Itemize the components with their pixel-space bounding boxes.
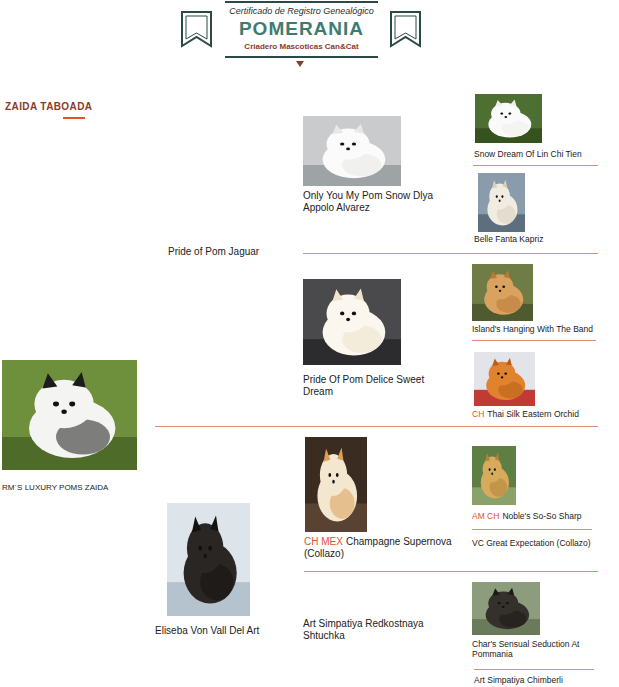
dog-illustration xyxy=(472,446,516,505)
title-prefix: CH xyxy=(472,409,484,419)
pedigree-entry: Island's Hanging With The Band xyxy=(472,264,596,335)
dog-name: Art Simpatiya Chimberli xyxy=(474,675,598,685)
dog-name: Pride Of Pom Delice Sweet Dream xyxy=(303,374,453,398)
pedigree-entry: RM´S LUXURY POMS ZAIDA xyxy=(2,360,137,493)
dog-name-text: RM´S LUXURY POMS ZAIDA xyxy=(2,483,108,492)
pedigree-entry: AM CHNoble's So-So Sharp xyxy=(472,446,596,522)
logo-ornament xyxy=(296,61,304,67)
dog-photo xyxy=(303,279,401,365)
dog-name: CH MEXChampagne Supernova (Collazo) xyxy=(304,536,456,560)
dog-illustration xyxy=(475,94,542,143)
dog-name-text: Eliseba Von Vall Del Art xyxy=(155,625,259,636)
dog-illustration xyxy=(472,264,533,321)
dog-name: CHThai Silk Eastern Orchid xyxy=(472,409,598,419)
dog-name: Eliseba Von Vall Del Art xyxy=(155,625,295,637)
dog-photo xyxy=(478,173,525,232)
dog-photo xyxy=(475,94,542,143)
dog-photo xyxy=(2,360,137,470)
dog-name: Art Simpatiya Redkostnaya Shtuchka xyxy=(303,618,443,642)
certificate-owner: ZAIDA TABOADA xyxy=(5,101,92,112)
bookmark-icon xyxy=(395,16,416,39)
dog-name-text: Art Simpatiya Chimberli xyxy=(474,675,563,685)
pedigree-entry: Art Simpatiya Chimberli xyxy=(474,675,598,686)
dog-name: Char's Sensual Seduction At Pommania xyxy=(472,639,598,659)
bookmark-icon xyxy=(391,12,420,46)
pedigree-entry: VC Great Expectation (Collazo) xyxy=(472,538,598,549)
logo-name: POMERANIA xyxy=(225,18,378,41)
dog-name-text: Char's Sensual Seduction At Pommania xyxy=(472,639,579,659)
dog-name: Belle Fanta Kapriz xyxy=(474,234,598,244)
dog-name: VC Great Expectation (Collazo) xyxy=(472,538,598,548)
dog-photo xyxy=(472,446,516,505)
dog-illustration xyxy=(2,360,137,470)
dog-name-text: VC Great Expectation (Collazo) xyxy=(472,538,591,548)
dog-photo xyxy=(305,437,367,532)
pedigree-entry: Char's Sensual Seduction At Pommania xyxy=(472,582,598,660)
dog-photo xyxy=(474,352,535,406)
dog-name: Island's Hanging With The Band xyxy=(472,324,596,334)
pedigree-entry: CHThai Silk Eastern Orchid xyxy=(472,352,598,420)
dog-illustration xyxy=(305,437,367,532)
logo-banner: Certificado de Registro GenealógicoPOMER… xyxy=(225,1,378,58)
separator-lines xyxy=(155,166,598,670)
dog-name: Pride of Pom Jaguar xyxy=(168,246,298,258)
dog-photo xyxy=(472,264,533,321)
pedigree-entry: Only You My Pom Snow Dlya Appolo Alvarez xyxy=(303,116,448,214)
bookmark-icon xyxy=(186,16,207,39)
dog-name: Only You My Pom Snow Dlya Appolo Alvarez xyxy=(303,190,448,214)
dog-name: Snow Dream Of Lin Chi Tien xyxy=(474,149,598,159)
pedigree-entry: Pride Of Pom Delice Sweet Dream xyxy=(303,279,453,398)
dog-name-text: Snow Dream Of Lin Chi Tien xyxy=(474,149,582,159)
dog-illustration xyxy=(303,116,401,186)
dog-name-text: Belle Fanta Kapriz xyxy=(474,234,543,244)
pedigree-entry: Art Simpatiya Redkostnaya Shtuchka xyxy=(303,618,443,642)
dog-photo xyxy=(303,116,401,186)
dog-illustration xyxy=(478,173,525,232)
dog-illustration xyxy=(472,582,540,635)
dog-photo xyxy=(167,503,250,616)
dog-name-text: Pride Of Pom Delice Sweet Dream xyxy=(303,374,424,397)
dog-illustration xyxy=(303,279,401,365)
dog-illustration xyxy=(167,503,250,616)
pedigree-entry: Pride of Pom Jaguar xyxy=(168,246,298,258)
dog-name-text: Thai Silk Eastern Orchid xyxy=(487,409,579,419)
title-underline xyxy=(63,117,85,119)
logo-caption: Certificado de Registro Genealógico xyxy=(225,6,378,17)
dog-name-text: Pride of Pom Jaguar xyxy=(168,246,259,257)
title-prefix: CH MEX xyxy=(304,536,343,547)
pedigree-entry: Eliseba Von Vall Del Art xyxy=(155,503,295,637)
dog-illustration xyxy=(474,352,535,406)
dog-photo xyxy=(472,582,540,635)
logo-caption: Criadero Mascoticas Can&Cat xyxy=(225,42,378,52)
dog-name-text: Noble's So-So Sharp xyxy=(502,511,581,521)
pedigree-entry: Belle Fanta Kapriz xyxy=(474,173,598,245)
title-prefix: AM CH xyxy=(472,511,499,521)
dog-name: AM CHNoble's So-So Sharp xyxy=(472,511,596,521)
dog-name-text: Only You My Pom Snow Dlya Appolo Alvarez xyxy=(303,190,433,213)
pedigree-entry: Snow Dream Of Lin Chi Tien xyxy=(474,94,598,160)
pedigree-entry: CH MEXChampagne Supernova (Collazo) xyxy=(304,437,456,560)
dog-name-text: Island's Hanging With The Band xyxy=(472,324,593,334)
bookmark-icon xyxy=(182,12,211,46)
dog-name-text: Art Simpatiya Redkostnaya Shtuchka xyxy=(303,618,424,641)
dog-name: RM´S LUXURY POMS ZAIDA xyxy=(2,483,137,493)
